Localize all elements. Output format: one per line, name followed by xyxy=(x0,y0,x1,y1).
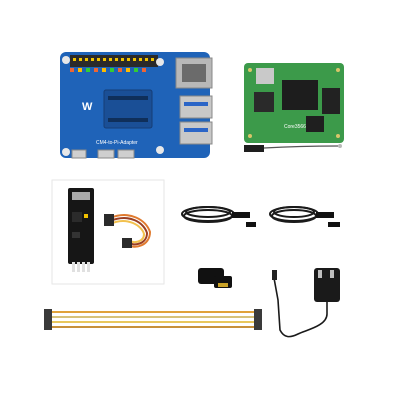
adapter-board: W CM4-to-Pi-Adapter xyxy=(60,52,213,159)
board-label: CM4-to-Pi-Adapter xyxy=(96,140,138,146)
compute-module: Core3566 xyxy=(244,63,344,143)
usb-cable-2 xyxy=(269,206,340,227)
antenna xyxy=(244,144,342,152)
jumper-wires xyxy=(44,309,262,330)
power-adapter xyxy=(272,268,340,338)
svg-text:W: W xyxy=(82,101,93,113)
jumper-cable xyxy=(104,214,152,248)
usb-uart-panel xyxy=(51,179,165,285)
waveshare-logo: W xyxy=(82,101,93,113)
hdmi-adapter xyxy=(198,268,232,288)
usb-cable-1 xyxy=(181,206,256,227)
module-label: Core3566 xyxy=(284,124,306,130)
